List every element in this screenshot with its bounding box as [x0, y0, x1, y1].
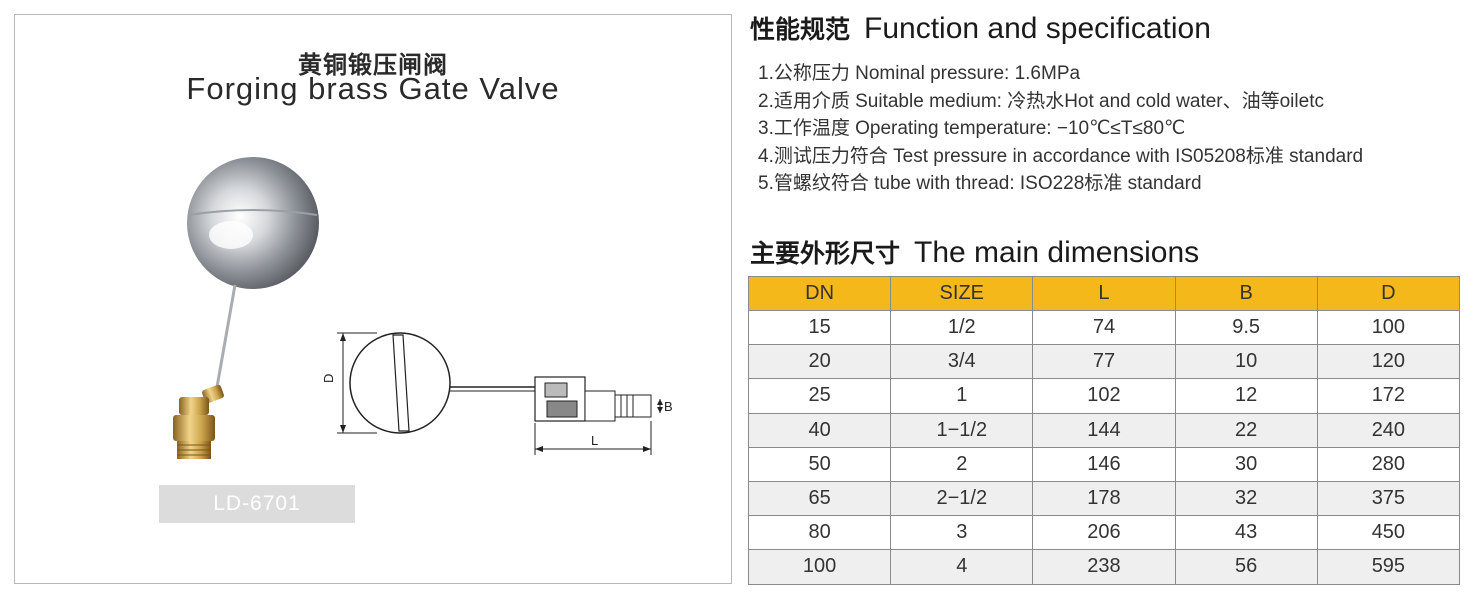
table-cell: 1/2	[890, 309, 1034, 346]
table-cell: 40	[747, 412, 892, 448]
dimensions-heading: 主要外形尺寸 The main dimensions	[750, 234, 1199, 270]
column-header-dn: DN	[747, 276, 892, 311]
product-title-en: Forging brass Gate Valve	[186, 71, 560, 106]
table-cell: 80	[747, 515, 892, 551]
table-cell: 30	[1174, 446, 1318, 482]
float-rod	[215, 284, 237, 388]
table-cell: 12	[1174, 378, 1318, 414]
table-cell: 1−1/2	[890, 412, 1034, 448]
dimensions-table: DN SIZE L B D 15 1/2 74 9.5 100 20 3/4 7…	[747, 276, 1461, 585]
label-l: L	[591, 433, 598, 448]
table-row: 50 2 146 30 280	[747, 446, 1461, 482]
table-cell: 102	[1032, 378, 1176, 414]
table-cell: 25	[747, 378, 892, 414]
table-cell: 3	[890, 515, 1034, 551]
table-cell: 595	[1316, 549, 1461, 585]
spec-list: 1.公称压力 Nominal pressure: 1.6MPa 2.适用介质 S…	[758, 60, 1363, 198]
product-title-cn: 黄铜锻压闸阀	[298, 51, 448, 79]
table-row: 15 1/2 74 9.5 100	[747, 309, 1461, 346]
model-badge: LD-6701	[159, 485, 355, 523]
spec-heading-en: Function and specification	[864, 12, 1211, 45]
table-header-row: DN SIZE L B D	[747, 276, 1461, 311]
table-row: 20 3/4 77 10 120	[747, 344, 1461, 380]
table-cell: 144	[1032, 412, 1176, 448]
table-cell: 43	[1174, 515, 1318, 551]
spec-item: 5.管螺纹符合 tube with thread: ISO228标准 stand…	[758, 173, 1202, 194]
dimensions-heading-cn: 主要外形尺寸	[750, 239, 901, 268]
label-d: D	[321, 374, 336, 383]
table-cell: 4	[890, 549, 1034, 585]
table-cell: 100	[747, 549, 892, 585]
table-cell: 56	[1174, 549, 1318, 585]
table-row: 80 3 206 43 450	[747, 515, 1461, 551]
table-cell: 50	[747, 446, 892, 482]
column-header-size: SIZE	[890, 276, 1034, 311]
table-cell: 22	[1174, 412, 1318, 448]
table-cell: 206	[1032, 515, 1176, 551]
table-cell: 375	[1316, 480, 1461, 517]
table-row: 40 1−1/2 144 22 240	[747, 412, 1461, 448]
table-cell: 450	[1316, 515, 1461, 551]
table-cell: 9.5	[1174, 309, 1318, 346]
table-cell: 77	[1032, 344, 1176, 380]
product-panel: 黄铜锻压闸阀 Forging brass Gate Valve	[14, 14, 732, 584]
spec-item: 2.适用介质 Suitable medium: 冷热水Hot and cold …	[758, 90, 1324, 112]
table-cell: 280	[1316, 446, 1461, 482]
label-b: B	[664, 399, 673, 414]
dimensions-heading-en: The main dimensions	[914, 236, 1200, 269]
spec-heading-cn: 性能规范	[750, 15, 851, 44]
table-cell: 120	[1316, 344, 1461, 380]
table-cell: 10	[1174, 344, 1318, 380]
column-header-b: B	[1174, 276, 1318, 311]
table-cell: 172	[1316, 378, 1461, 414]
table-cell: 32	[1174, 480, 1318, 517]
table-cell: 2	[890, 446, 1034, 482]
table-cell: 15	[747, 309, 892, 346]
table-cell: 178	[1032, 480, 1176, 517]
table-cell: 2−1/2	[890, 480, 1034, 517]
table-row: 65 2−1/2 178 32 375	[747, 480, 1461, 517]
spec-item: 3.工作温度 Operating temperature: −10℃≤T≤80℃	[758, 118, 1186, 139]
table-cell: 3/4	[890, 344, 1034, 380]
table-cell: 238	[1032, 549, 1176, 585]
table-cell: 146	[1032, 446, 1176, 482]
table-cell: 1	[890, 378, 1034, 414]
spec-item: 1.公称压力 Nominal pressure: 1.6MPa	[758, 63, 1081, 84]
table-cell: 100	[1316, 309, 1461, 346]
column-header-d: D	[1316, 276, 1461, 311]
float-ball	[187, 157, 319, 289]
spec-heading: 性能规范 Function and specification	[750, 10, 1211, 46]
table-row: 100 4 238 56 595	[747, 549, 1461, 585]
valve-body	[179, 397, 209, 415]
table-cell: 74	[1032, 309, 1176, 346]
spec-item: 4.测试压力符合 Test pressure in accordance wit…	[758, 145, 1364, 167]
table-cell: 65	[747, 480, 892, 517]
column-header-l: L	[1032, 276, 1176, 311]
table-cell: 20	[747, 344, 892, 380]
table-row: 25 1 102 12 172	[747, 378, 1461, 414]
dimension-drawing: D B L	[321, 332, 673, 455]
table-cell: 240	[1316, 412, 1461, 448]
product-photo	[173, 157, 319, 459]
